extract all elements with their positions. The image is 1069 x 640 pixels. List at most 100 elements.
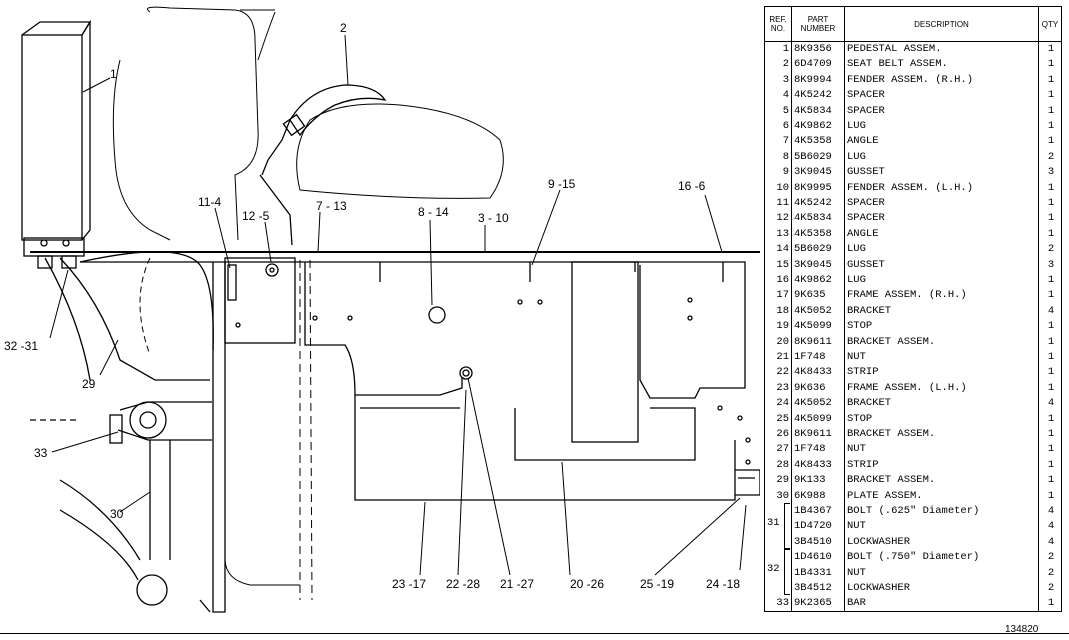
part-number-cell: 8K9995 — [794, 181, 832, 194]
ref-no-cell: 5 — [782, 104, 789, 117]
leader-lines — [49, 34, 747, 576]
pedestal — [21, 19, 92, 269]
header-ref-no: REF. NO. — [765, 7, 791, 42]
qty-cell: 1 — [1047, 335, 1055, 348]
qty-cell: 1 — [1047, 412, 1055, 425]
description-cell: FENDER ASSEM. (R.H.) — [847, 73, 974, 86]
description-cell: STRIP — [847, 458, 879, 471]
description-cell: NUT — [847, 443, 866, 456]
part-number-cell: 5B6029 — [794, 150, 832, 163]
description-cell: FRAME ASSEM. (L.H.) — [847, 381, 967, 394]
qty-cell: 2 — [1047, 150, 1055, 163]
callout-30: 30 — [110, 507, 124, 521]
qty-cell: 4 — [1047, 535, 1055, 548]
qty-cell: 1 — [1047, 443, 1055, 456]
ref-no-cell: 26 — [776, 428, 789, 440]
part-number-cell: 8K9611 — [794, 335, 832, 348]
callout-21-27: 21 -27 — [500, 577, 534, 591]
qty-cell: 1 — [1047, 381, 1055, 394]
group-brace — [784, 503, 790, 549]
ref-no-cell: 10 — [776, 181, 789, 194]
column-divider — [791, 7, 792, 611]
description-cell: BRACKET — [847, 304, 892, 317]
callout-25-19: 25 -19 — [640, 577, 674, 591]
qty-cell: 1 — [1047, 181, 1055, 194]
qty-cell: 4 — [1047, 304, 1055, 317]
group-ref-32: 32 — [767, 563, 780, 575]
qty-cell: 1 — [1047, 197, 1055, 209]
description-cell: FRAME ASSEM. (R.H.) — [847, 289, 967, 302]
qty-cell: 2 — [1047, 551, 1055, 564]
ref-no-cell: 8 — [782, 150, 789, 163]
qty-cell: 1 — [1047, 104, 1055, 117]
description-cell: SPACER — [847, 89, 885, 102]
ref-no-cell: 4 — [782, 89, 789, 102]
callout-3-10: 3 - 10 — [478, 211, 509, 225]
description-cell: LUG — [847, 274, 866, 286]
qty-cell: 2 — [1047, 243, 1055, 256]
part-number-cell: 9K636 — [794, 381, 826, 394]
callout-23-17: 23 -17 — [392, 577, 426, 591]
description-cell: FENDER ASSEM. (L.H.) — [847, 181, 974, 194]
ref-no-cell: 22 — [776, 366, 789, 379]
seat-silhouette — [112, 6, 504, 601]
callout-2: 2 — [340, 21, 347, 35]
description-cell: SPACER — [847, 212, 885, 225]
ref-no-cell: 11 — [776, 197, 789, 209]
part-number-cell: 3B4510 — [794, 535, 832, 548]
drawing-number: 134820 — [1005, 624, 1039, 635]
qty-cell: 1 — [1047, 320, 1055, 333]
part-number-cell: 4K5834 — [794, 212, 832, 225]
column-divider — [1038, 7, 1039, 611]
ref-no-cell: 27 — [776, 443, 789, 456]
ref-no-cell: 28 — [776, 458, 789, 471]
column-divider — [844, 7, 845, 611]
part-number-cell: 4K8433 — [794, 458, 832, 471]
callout-24-18: 24 -18 — [706, 577, 740, 591]
qty-cell: 1 — [1047, 274, 1055, 286]
qty-cell: 4 — [1047, 520, 1055, 533]
qty-cell: 1 — [1047, 597, 1055, 610]
qty-cell: 1 — [1047, 135, 1055, 148]
description-cell: LOCKWASHER — [847, 582, 911, 594]
part-number-cell: 4K5099 — [794, 412, 832, 425]
part-number-cell: 9K2365 — [794, 597, 832, 610]
header-description: DESCRIPTION — [845, 7, 1038, 42]
qty-cell: 1 — [1047, 489, 1055, 502]
part-number-cell: 3B4512 — [794, 582, 832, 594]
fender-assembly — [30, 251, 760, 613]
part-number-cell: 8K9356 — [794, 43, 832, 55]
part-number-cell: 8K9611 — [794, 428, 832, 440]
part-number-cell: 3K9045 — [794, 258, 832, 271]
bottom-border — [0, 633, 1069, 634]
qty-cell: 1 — [1047, 58, 1055, 71]
description-cell: BOLT (.750" Diameter) — [847, 551, 980, 564]
ref-no-cell: 18 — [776, 304, 789, 317]
description-cell: BRACKET ASSEM. — [847, 335, 936, 348]
description-cell: NUT — [847, 566, 866, 579]
ref-no-cell: 6 — [782, 120, 789, 132]
description-cell: BAR — [847, 597, 866, 610]
description-cell: PEDESTAL ASSEM. — [847, 43, 942, 55]
description-cell: STRIP — [847, 366, 879, 379]
part-number-cell: 6K988 — [794, 489, 826, 502]
table-row: 10 8K9995 FENDER ASSEM. (L.H.) 1 — [765, 181, 1061, 196]
